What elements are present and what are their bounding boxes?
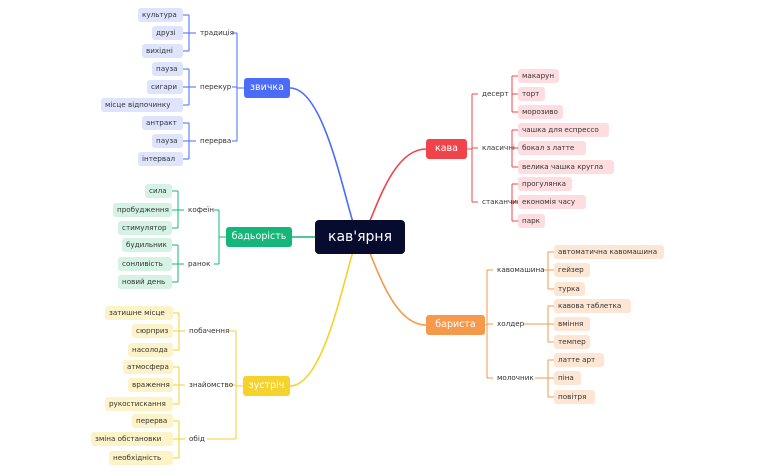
badorist-leaf-0-1[interactable]: пробудження xyxy=(113,203,172,217)
zustrich-sub-0[interactable]: побачення xyxy=(189,326,230,335)
zvychka-leaf-0-0[interactable]: культура xyxy=(138,8,183,22)
zvychka-leaf-0-1[interactable]: друзі xyxy=(152,26,183,40)
zvychka-topic[interactable]: звичка xyxy=(244,78,290,98)
badorist-leaf-1-0[interactable]: будильник xyxy=(122,238,172,252)
zustrich-sub-2[interactable]: обід xyxy=(189,434,205,443)
zustrich-leaf-2-2[interactable]: необхідність xyxy=(109,451,173,465)
badorist-sub-0[interactable]: кофеїн xyxy=(188,205,215,214)
zustrich-leaf-0-2[interactable]: насолода xyxy=(128,343,173,357)
kava-leaf-2-0[interactable]: прогулянка xyxy=(518,177,572,191)
badorist-topic[interactable]: бадьорість xyxy=(226,227,292,247)
kava-sub-0[interactable]: десерт xyxy=(482,89,509,98)
badorist-leaf-0-2[interactable]: стимулятор xyxy=(118,221,172,235)
zvychka-leaf-1-2[interactable]: місце відпочинку xyxy=(101,98,183,112)
barysta-sub-2[interactable]: молочник xyxy=(497,373,534,382)
zvychka-sub-1[interactable]: перекур xyxy=(200,82,232,91)
kava-leaf-0-0[interactable]: макарун xyxy=(518,69,559,83)
barysta-leaf-1-0[interactable]: кавова таблетка xyxy=(554,299,631,313)
barysta-leaf-0-1[interactable]: гейзер xyxy=(554,263,590,277)
barysta-sub-0[interactable]: кавомашина xyxy=(497,265,545,274)
barysta-leaf-2-1[interactable]: піна xyxy=(554,371,581,385)
zustrich-leaf-1-2[interactable]: рукостискання xyxy=(105,397,173,411)
zvychka-leaf-1-1[interactable]: сигари xyxy=(147,80,183,94)
kava-leaf-1-1[interactable]: бокал з латте xyxy=(518,141,586,155)
barysta-leaf-2-0[interactable]: латте арт xyxy=(554,353,604,367)
kava-leaf-0-2[interactable]: морозиво xyxy=(518,105,563,119)
zustrich-sub-1[interactable]: знайомство xyxy=(189,380,234,389)
barysta-leaf-2-2[interactable]: повітря xyxy=(554,390,595,404)
zvychka-sub-0[interactable]: традиція xyxy=(200,28,235,37)
kava-leaf-0-1[interactable]: торт xyxy=(518,87,545,101)
zustrich-leaf-0-1[interactable]: сюрприз xyxy=(132,324,173,338)
zustrich-leaf-1-1[interactable]: враження xyxy=(128,378,173,392)
zvychka-leaf-1-0[interactable]: пауза xyxy=(152,62,183,76)
zustrich-leaf-2-0[interactable]: перерва xyxy=(132,414,173,428)
zustrich-leaf-1-0[interactable]: атмосфера xyxy=(123,360,173,374)
zvychka-leaf-2-0[interactable]: антракт xyxy=(142,116,183,130)
zustrich-leaf-0-0[interactable]: затишне місце xyxy=(105,306,173,320)
barysta-topic[interactable]: бариста xyxy=(426,315,485,335)
central-topic[interactable]: кав'ярня xyxy=(315,220,405,254)
badorist-leaf-1-1[interactable]: сонливість xyxy=(118,257,172,271)
kava-leaf-2-2[interactable]: парк xyxy=(518,214,545,228)
barysta-leaf-0-0[interactable]: автоматична кавомашина xyxy=(554,245,664,259)
kava-leaf-1-0[interactable]: чашка для еспрессо xyxy=(518,123,609,137)
kava-leaf-1-2[interactable]: велика чашка кругла xyxy=(518,160,614,174)
zustrich-topic[interactable]: зустріч xyxy=(243,376,290,396)
kava-topic[interactable]: кава xyxy=(426,139,467,159)
zvychka-leaf-0-2[interactable]: вихідні xyxy=(142,44,183,58)
barysta-leaf-1-1[interactable]: вміння xyxy=(554,317,590,331)
barysta-sub-1[interactable]: холдер xyxy=(497,319,525,328)
badorist-sub-1[interactable]: ранок xyxy=(188,259,211,268)
zvychka-leaf-2-2[interactable]: інтервал xyxy=(138,152,183,166)
kava-sub-2[interactable]: стаканчик з собою xyxy=(482,197,553,206)
kava-sub-1[interactable]: класичні напої xyxy=(482,143,538,152)
zvychka-sub-2[interactable]: перерва xyxy=(200,136,232,145)
zvychka-leaf-2-1[interactable]: пауза xyxy=(152,134,183,148)
kava-leaf-2-1[interactable]: економія часу xyxy=(518,195,586,209)
badorist-leaf-1-2[interactable]: новий день xyxy=(118,275,172,289)
badorist-leaf-0-0[interactable]: сила xyxy=(145,184,172,198)
zustrich-leaf-2-1[interactable]: зміна обстановки xyxy=(91,432,173,446)
barysta-leaf-1-2[interactable]: темпер xyxy=(554,335,590,349)
barysta-leaf-0-2[interactable]: турка xyxy=(554,282,585,296)
